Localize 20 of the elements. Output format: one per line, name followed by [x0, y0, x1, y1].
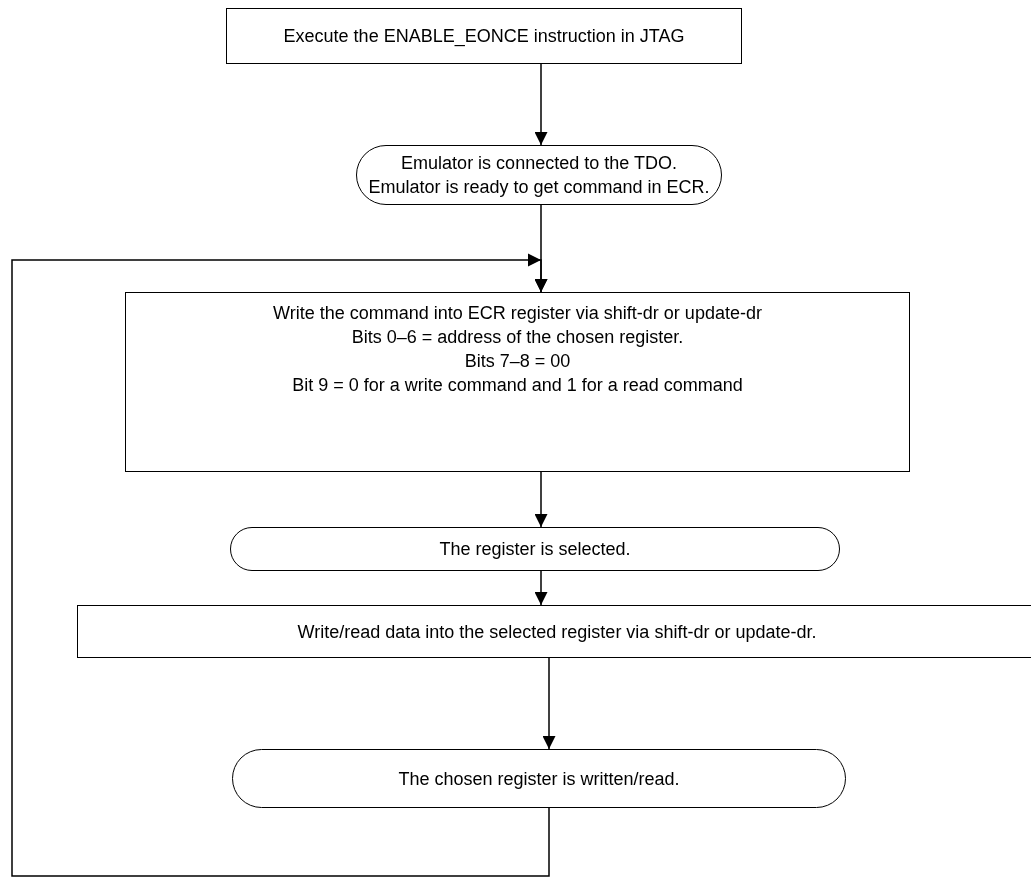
arrow — [542, 657, 556, 750]
step-text: Emulator is ready to get command in ECR. — [368, 176, 710, 199]
step-text: Bits 0–6 = address of the chosen register. — [351, 326, 684, 349]
step-text: Execute the ENABLE_EONCE instruction in JTAG — [283, 25, 685, 48]
step-text: Write the command into ECR register via shift-dr or update-dr — [273, 302, 762, 325]
step-text: Write/read data into the selected register via shift-dr or update-dr. — [297, 620, 817, 644]
step-text: Bit 9 = 0 for a write command and 1 for a read command — [292, 374, 743, 397]
loop-arrow — [11, 253, 550, 877]
terminal-box — [230, 527, 840, 571]
step-text: The register is selected. — [439, 538, 631, 561]
step-text: Bits 7–8 = 00 — [464, 350, 571, 373]
step-text: Emulator is connected to the TDO. — [401, 152, 677, 175]
step-text: The chosen register is written/read. — [398, 767, 680, 791]
arrow — [534, 570, 548, 606]
terminal-box — [356, 145, 722, 205]
process-box — [125, 292, 910, 472]
arrow — [534, 471, 548, 528]
process-box — [226, 8, 742, 64]
arrow — [534, 63, 548, 146]
process-box — [77, 605, 1031, 658]
